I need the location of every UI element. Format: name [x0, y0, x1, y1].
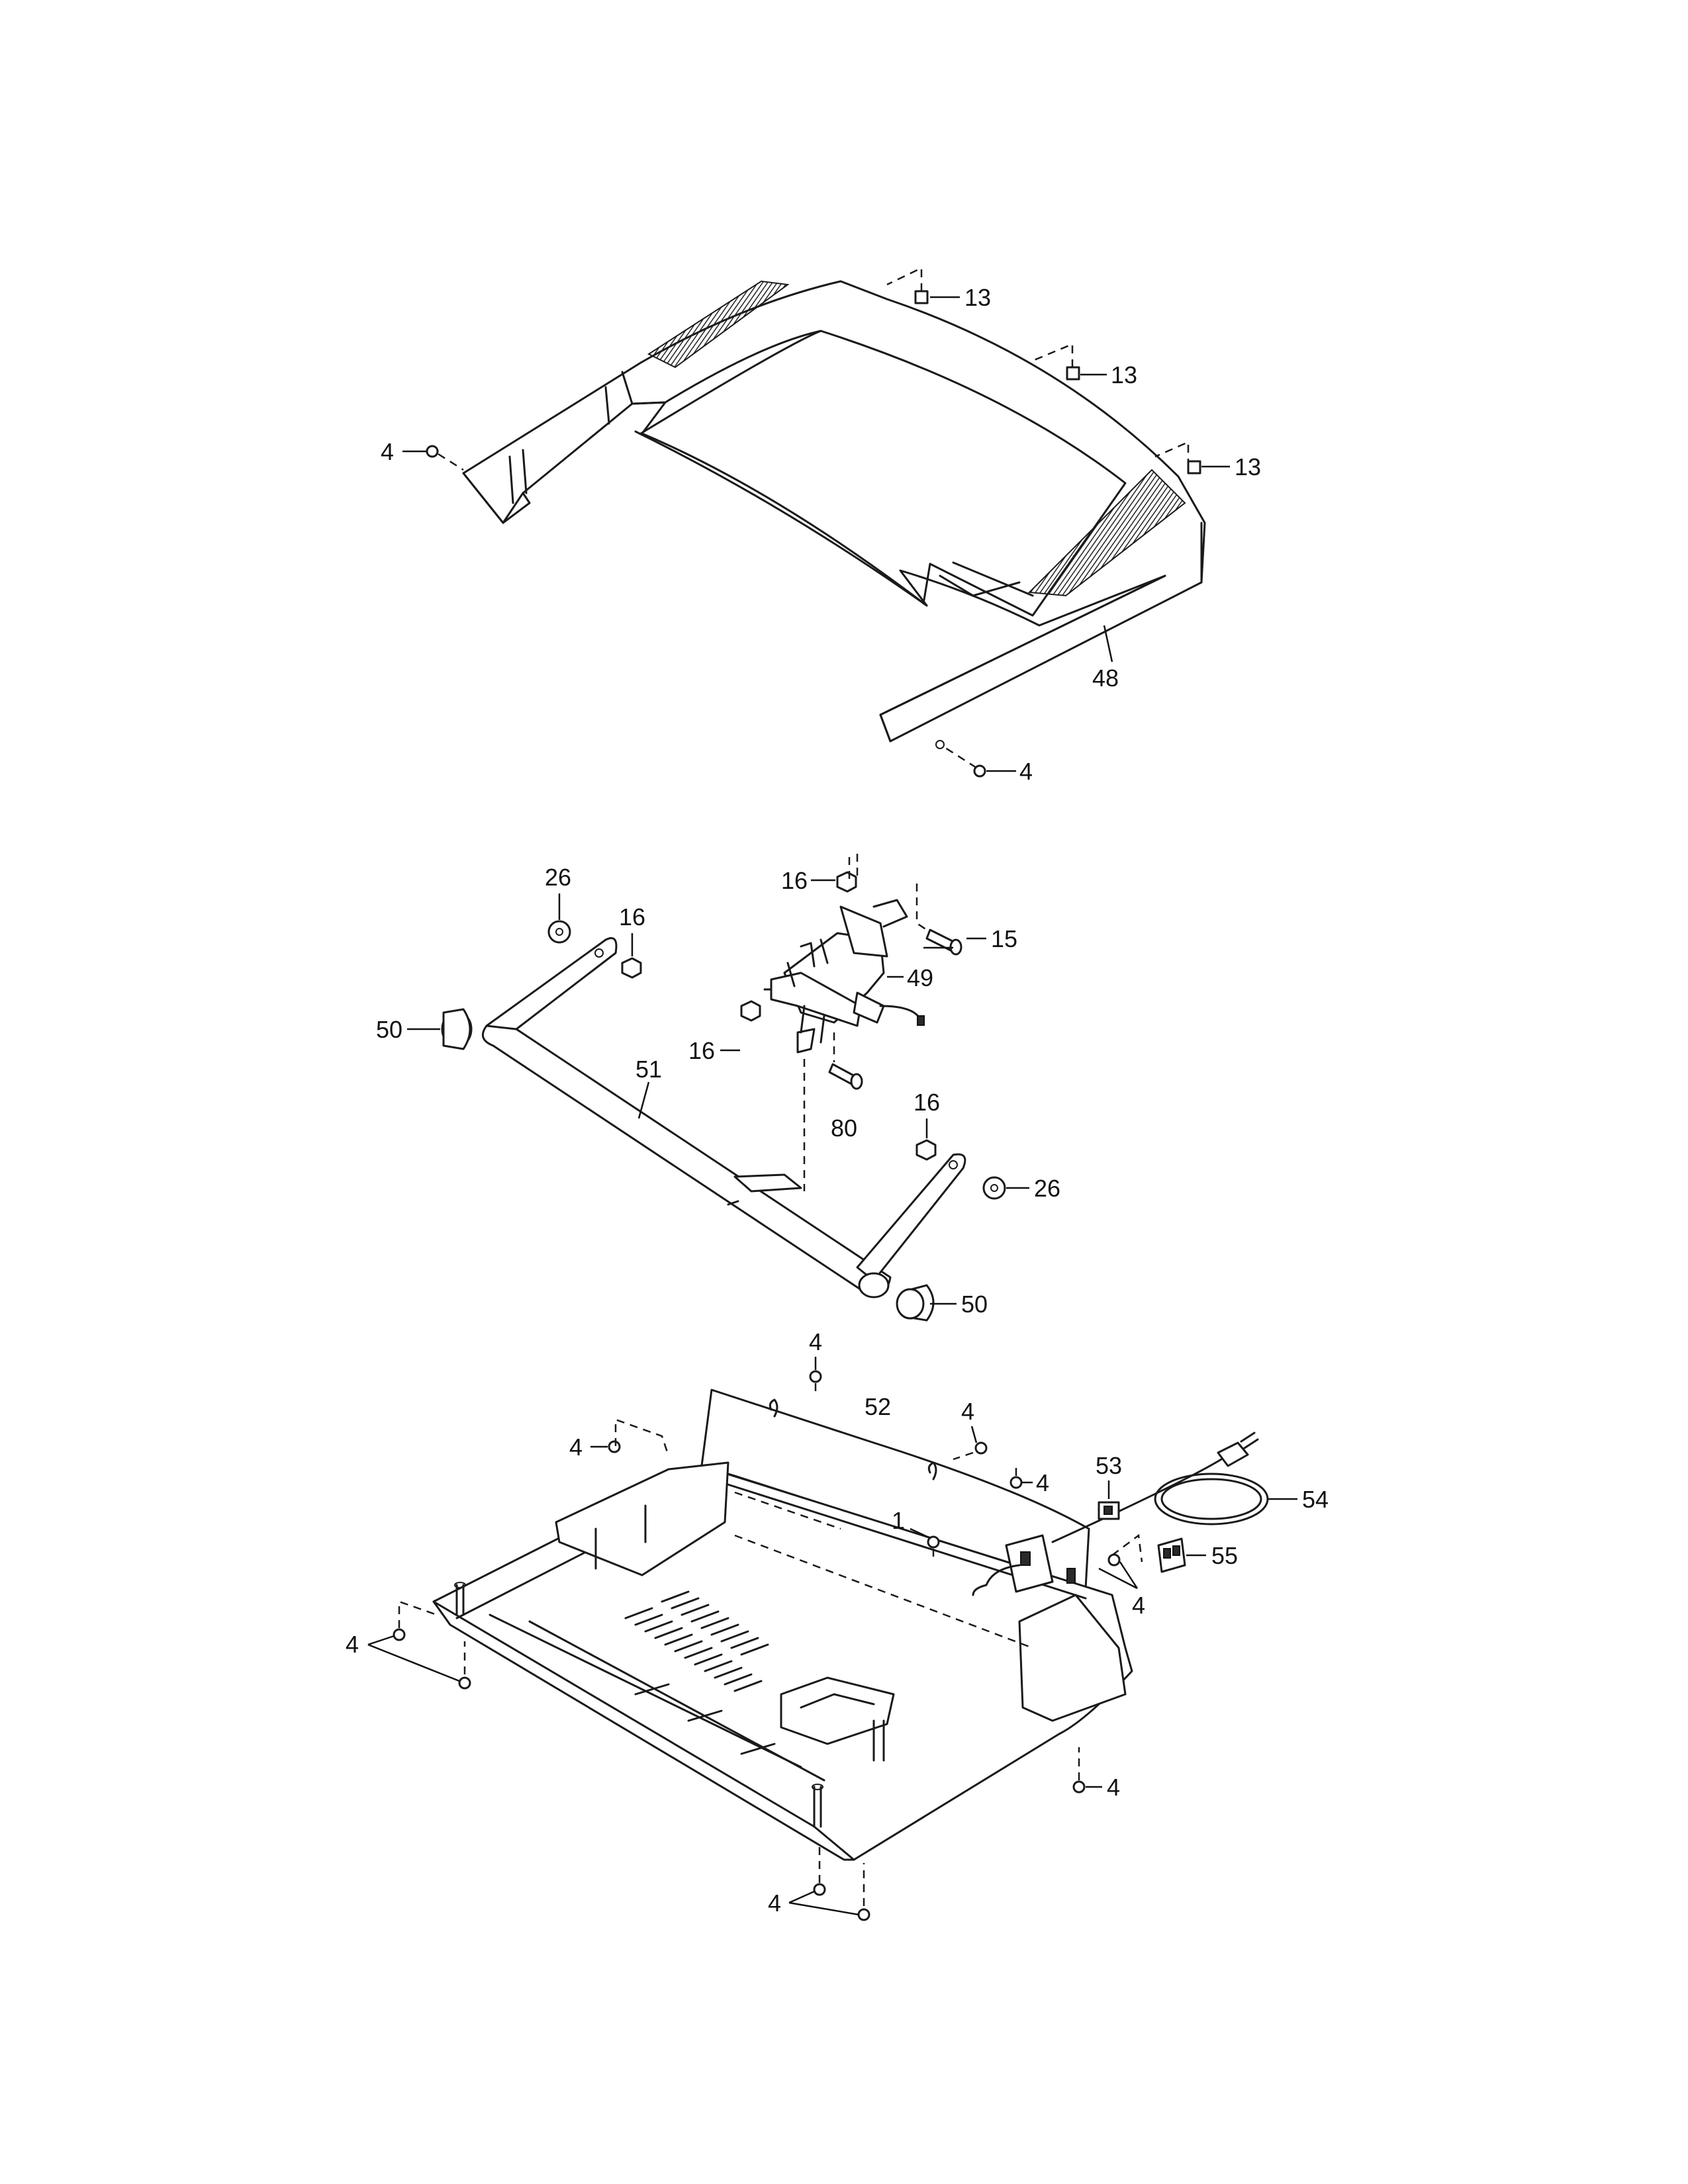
- callout-labels: 4 13 13 13 48 4 26 16 16 15 49 50 51 16 …: [346, 284, 1329, 1917]
- drive-motor: [763, 899, 925, 1054]
- bushing-50-left: [441, 1008, 473, 1050]
- screw-4-hood-right: [943, 745, 986, 778]
- bushing-50-right: [896, 1284, 935, 1322]
- callout-50: 50: [961, 1291, 988, 1318]
- base-rear-wall: [700, 1388, 1090, 1590]
- base-vent-slots: [624, 1590, 769, 1692]
- callout-16: 16: [688, 1037, 715, 1064]
- callout-4: 4: [1019, 758, 1033, 785]
- bolt-15: [925, 929, 962, 956]
- callout-52: 52: [865, 1393, 891, 1420]
- callout-16: 16: [619, 903, 645, 931]
- callout-4: 4: [768, 1889, 781, 1917]
- clip-13-b: [1066, 366, 1080, 381]
- callout-15: 15: [991, 925, 1017, 952]
- callout-49: 49: [907, 964, 933, 991]
- callout-4: 4: [1107, 1774, 1120, 1801]
- callout-26: 26: [1034, 1175, 1060, 1202]
- callout-16: 16: [914, 1089, 940, 1116]
- lift-frame-assembly: [481, 937, 966, 1298]
- callout-13: 13: [1235, 453, 1261, 480]
- callout-54: 54: [1302, 1486, 1329, 1513]
- callout-80: 80: [831, 1115, 857, 1142]
- circuit-breaker-55: [1157, 1537, 1186, 1573]
- right-vent-grille: [1027, 469, 1186, 597]
- callout-1: 1: [892, 1507, 905, 1534]
- callout-48: 48: [1092, 664, 1119, 692]
- callout-4: 4: [346, 1631, 359, 1658]
- callout-4: 4: [569, 1433, 583, 1461]
- callout-50: 50: [376, 1016, 402, 1043]
- left-vent-grille: [647, 280, 790, 369]
- hood-clips: [426, 267, 1201, 778]
- callout-55: 55: [1211, 1542, 1238, 1569]
- callout-4: 4: [1036, 1469, 1049, 1496]
- callout-51: 51: [635, 1056, 662, 1083]
- callout-53: 53: [1096, 1452, 1122, 1479]
- callout-4: 4: [961, 1398, 974, 1425]
- clip-13-c: [1187, 460, 1201, 475]
- base-tray: [432, 1465, 1133, 1861]
- callout-13: 13: [964, 284, 991, 311]
- nut-16-group: [621, 871, 937, 1161]
- bolt-80: [828, 1063, 863, 1090]
- base-screws: [393, 1370, 1143, 1921]
- power-cord-coil: [1154, 1473, 1269, 1525]
- washer-26-top: [547, 920, 571, 944]
- callout-13: 13: [1111, 361, 1137, 388]
- leader-lines: [367, 296, 1297, 1916]
- motor-base-pan: [432, 1388, 1133, 1861]
- clip-13-a: [914, 290, 929, 304]
- washer-26-bottom: [982, 1176, 1006, 1200]
- callout-4: 4: [809, 1328, 822, 1355]
- callout-4: 4: [1132, 1592, 1145, 1619]
- switch-53: [1098, 1501, 1120, 1520]
- screw-4-hood-left: [426, 445, 464, 471]
- callout-16: 16: [781, 867, 808, 894]
- power-cord: [1051, 1432, 1269, 1573]
- callout-26: 26: [545, 864, 571, 891]
- callout-4: 4: [381, 438, 394, 465]
- motor-hood-assembly: [462, 280, 1206, 749]
